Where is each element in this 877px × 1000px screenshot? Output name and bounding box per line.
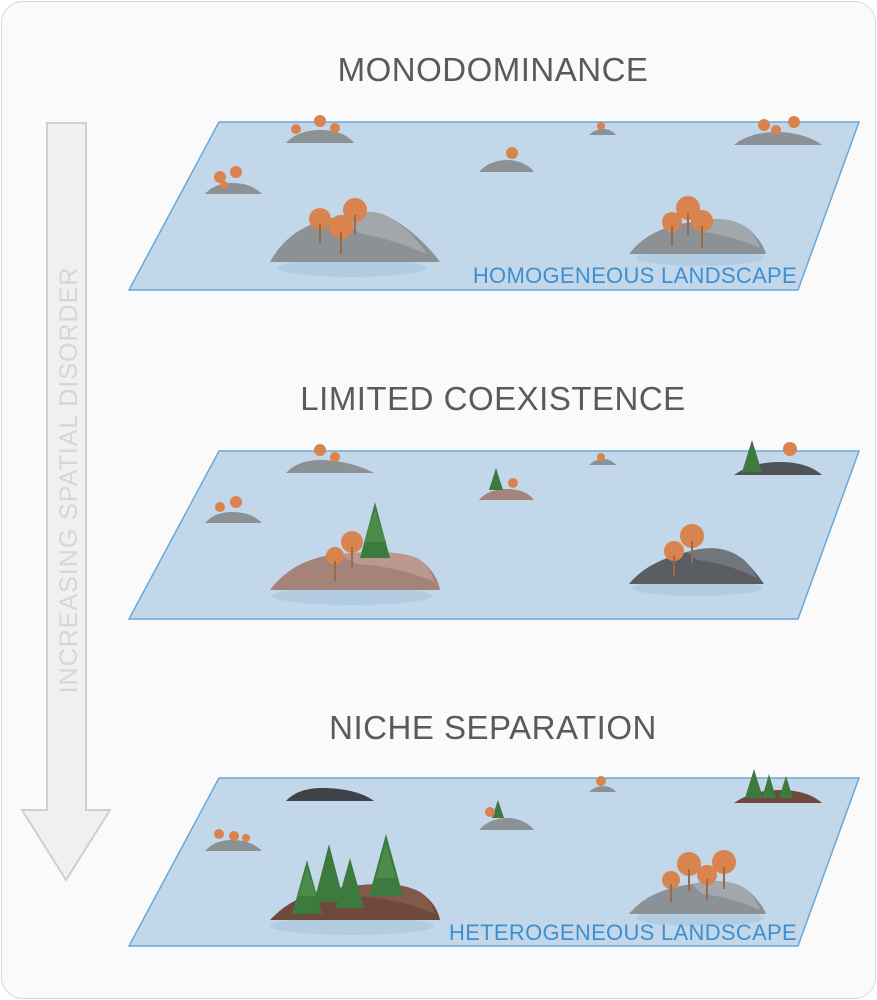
landscape-label: HETEROGENEOUS LANDSCAPE: [449, 920, 797, 945]
small-island: [205, 512, 262, 523]
arrow-label: INCREASING SPATIAL DISORDER: [55, 267, 83, 694]
small-island: [479, 489, 534, 500]
large-island: [629, 548, 764, 596]
small-island: [734, 132, 822, 145]
panel-title: MONODOMINANCE: [338, 51, 649, 88]
small-island: [589, 129, 616, 135]
panel-title: LIMITED COEXISTENCE: [300, 380, 685, 417]
panel-niche-separation: NICHE SEPARATION: [127, 709, 861, 947]
small-island: [589, 459, 616, 465]
panel-monodominance: MONODOMINANCE: [127, 51, 861, 291]
small-island: [286, 130, 354, 143]
panel-limited-coexistence: LIMITED COEXISTENCE: [127, 380, 861, 620]
landscape-label: HOMOGENEOUS LANDSCAPE: [473, 263, 797, 288]
small-island: [286, 460, 374, 473]
large-island: [270, 552, 440, 605]
small-island: [205, 183, 262, 194]
small-island: [479, 818, 534, 830]
large-island: [629, 881, 766, 926]
deciduous-tree-group: [214, 115, 800, 254]
small-island: [205, 840, 262, 851]
deciduous-tree-group: [214, 776, 736, 902]
small-island: [479, 160, 534, 172]
small-island: [286, 788, 374, 801]
small-island: [589, 786, 616, 792]
arrow-shape: [20, 122, 112, 882]
deciduous-tree-group: [215, 442, 797, 581]
spatial-disorder-arrow: INCREASING SPATIAL DISORDER: [20, 122, 112, 882]
conifer-tree-group: [292, 769, 793, 914]
conifer-tree-group: [360, 440, 762, 558]
panel-title: NICHE SEPARATION: [329, 709, 657, 746]
